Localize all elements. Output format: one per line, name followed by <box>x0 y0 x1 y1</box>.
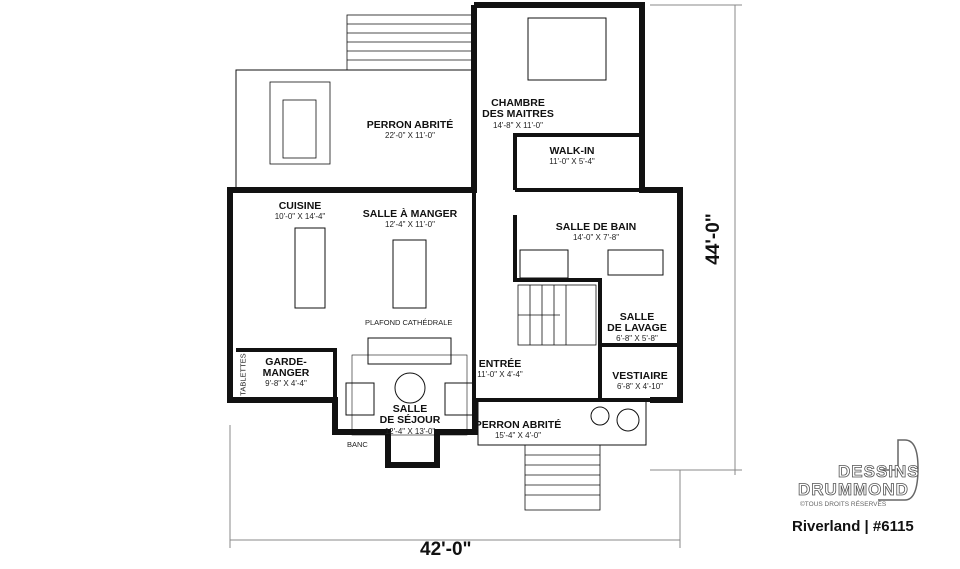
room-label-pantry-1: GARDE- <box>265 356 307 368</box>
room-label-laundry-2: DE LAVAGE <box>607 322 667 334</box>
front-steps <box>524 444 601 511</box>
room-label-living-1: SALLE <box>392 403 428 415</box>
room-label-walkin: WALK-IN <box>549 145 595 157</box>
logo-rights: ©TOUS DROITS RÉSERVÉS <box>800 501 887 508</box>
shower <box>519 249 569 279</box>
room-size-laundry: 6'-8" X 5'-8" <box>616 334 658 343</box>
room-size-bath: 14'-0" X 7'-8" <box>572 233 620 242</box>
dimension-depth: 44'-0" <box>702 213 724 265</box>
room-size-front-porch: 15'-4" X 4'-0" <box>494 431 542 440</box>
room-label-master-2: DES MAITRES <box>482 108 554 120</box>
note-cathedral-ceiling: PLAFOND CATHÉDRALE <box>365 318 453 327</box>
room-label-closet: VESTIAIRE <box>612 370 668 382</box>
room-label-dining: SALLE À MANGER <box>362 208 458 220</box>
room-label-kitchen: CUISINE <box>278 200 322 212</box>
back-steps <box>346 14 475 71</box>
dimension-width: 42'-0" <box>420 539 472 560</box>
dining-table <box>392 239 427 309</box>
room-label-living-2: DE SÉJOUR <box>379 414 441 426</box>
kitchen-island <box>294 227 326 309</box>
patio-table <box>269 81 331 165</box>
room-label-bath: SALLE DE BAIN <box>555 221 637 233</box>
note-bench: BANC <box>347 440 368 449</box>
armchair <box>345 382 375 416</box>
living-rug <box>351 354 468 436</box>
plan-name: Riverland | #6115 <box>792 518 914 535</box>
stairs <box>517 284 597 346</box>
room-label-back-porch: PERRON ABRITÉ <box>366 119 454 131</box>
room-size-closet: 6'-8" X 4'-10" <box>616 382 664 391</box>
armchair <box>444 382 474 416</box>
room-label-laundry-1: SALLE <box>619 311 655 323</box>
room-size-kitchen: 10'-0" X 14'-4" <box>274 212 326 221</box>
sofa <box>367 337 452 365</box>
room-label-master-1: CHAMBRE <box>491 97 545 109</box>
coffee-table <box>394 372 426 404</box>
exterior-walls <box>227 2 683 468</box>
logo-d-mark <box>878 439 919 501</box>
room-label-entry: ENTRÉE <box>478 358 522 370</box>
room-label-pantry-2: MANGER <box>262 367 310 379</box>
room-size-back-porch: 22'-0" X 11'-0" <box>385 131 435 140</box>
room-size-living: 12'-4" X 13'-0" <box>384 427 436 436</box>
logo-line-2: DRUMMOND <box>798 480 909 500</box>
logo-line-1: DESSINS <box>838 462 920 482</box>
dimension-lines <box>229 4 742 548</box>
room-size-master: 14'-8" X 11'-0" <box>493 121 543 130</box>
note-shelves: TABLETTES <box>238 353 248 396</box>
porch-table <box>590 406 610 426</box>
bathtub <box>607 249 664 276</box>
room-size-entry: 11'-0" X 4'-4" <box>477 370 523 379</box>
room-size-pantry: 9'-8" X 4'-4" <box>265 379 307 388</box>
room-size-walkin: 11'-0" X 5'-4" <box>549 157 595 166</box>
porch-chair <box>616 408 640 432</box>
room-label-front-porch: PERRON ABRITÉ <box>474 419 562 431</box>
room-size-dining: 12'-4" X 11'-0" <box>385 220 435 229</box>
bed <box>527 17 607 81</box>
interior-walls <box>236 130 680 432</box>
